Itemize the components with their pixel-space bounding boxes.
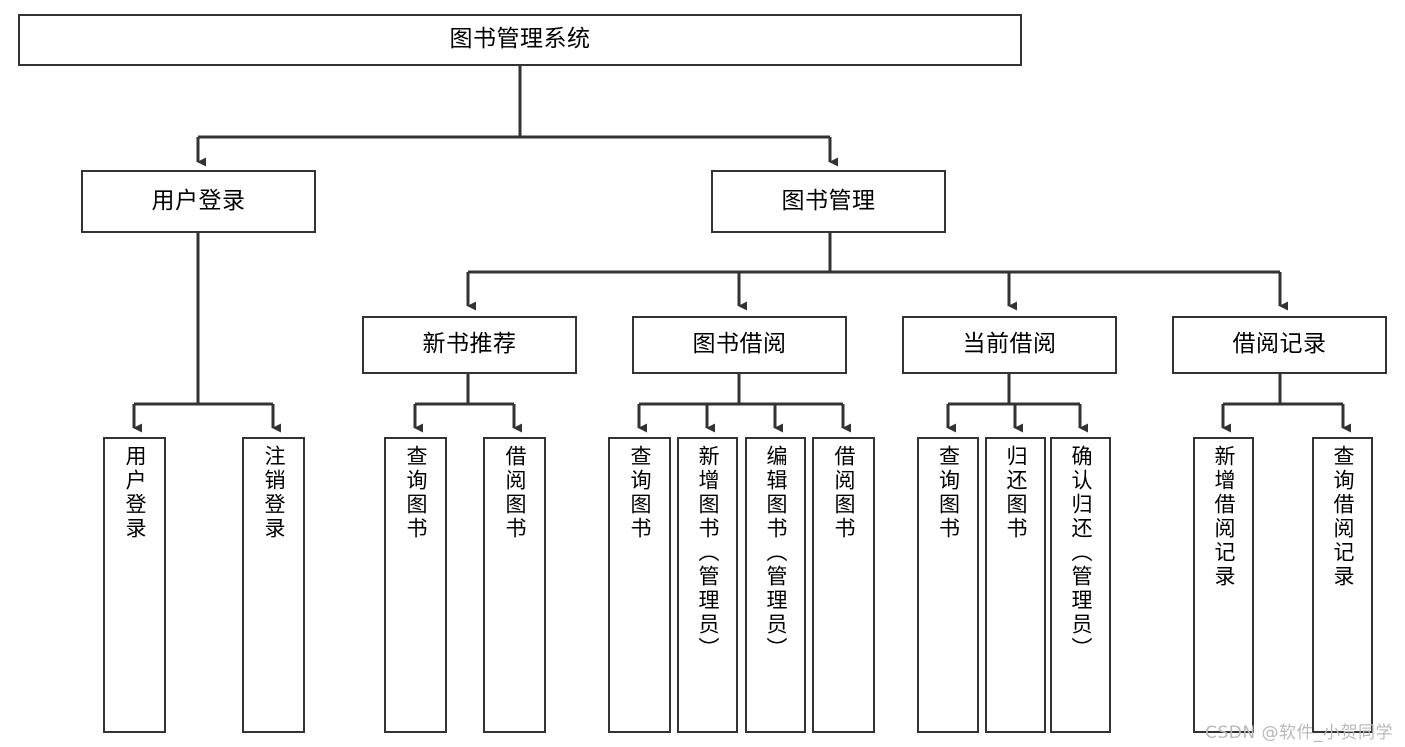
node-leaf-query-book-1[interactable]: 查询图书: [384, 437, 447, 733]
node-current-borrow-label: 当前借阅: [962, 331, 1057, 358]
node-book-borrow[interactable]: 图书借阅: [632, 316, 847, 374]
node-leaf-query-record[interactable]: 查询借阅记录: [1312, 437, 1373, 733]
node-leaf-borrow-book-1[interactable]: 借阅图书: [483, 437, 546, 733]
node-leaf-logout-login-label: 注销登录: [262, 445, 286, 541]
node-leaf-user-login[interactable]: 用户登录: [103, 437, 166, 733]
node-leaf-confirm-return-label: 确认归还（管理员）: [1069, 445, 1093, 661]
node-leaf-query-record-label: 查询借阅记录: [1331, 445, 1355, 589]
node-leaf-add-book-label: 新增图书（管理员）: [696, 445, 720, 661]
node-book-management[interactable]: 图书管理: [711, 170, 946, 233]
node-new-book-recommend-label: 新书推荐: [422, 331, 517, 358]
node-leaf-query-book-2[interactable]: 查询图书: [608, 437, 671, 733]
node-user-login-label: 用户登录: [151, 187, 246, 214]
node-leaf-query-book-3[interactable]: 查询图书: [917, 437, 979, 733]
node-leaf-return-book-label: 归还图书: [1004, 445, 1028, 541]
node-borrow-record-label: 借阅记录: [1232, 331, 1327, 358]
node-leaf-borrow-book-2-label: 借阅图书: [832, 445, 856, 541]
csdn-watermark: CSDN @软件_小贺同学: [1205, 723, 1393, 743]
node-leaf-query-book-2-label: 查询图书: [628, 445, 652, 541]
node-user-login[interactable]: 用户登录: [81, 170, 316, 233]
node-leaf-add-book[interactable]: 新增图书（管理员）: [677, 437, 738, 733]
node-leaf-add-record-label: 新增借阅记录: [1212, 445, 1236, 589]
node-book-borrow-label: 图书借阅: [692, 331, 787, 358]
node-current-borrow[interactable]: 当前借阅: [902, 316, 1117, 374]
node-leaf-query-book-3-label: 查询图书: [936, 445, 961, 541]
node-new-book-recommend[interactable]: 新书推荐: [362, 316, 577, 374]
node-leaf-add-record[interactable]: 新增借阅记录: [1193, 437, 1254, 733]
node-leaf-confirm-return[interactable]: 确认归还（管理员）: [1050, 437, 1111, 733]
node-leaf-edit-book[interactable]: 编辑图书（管理员）: [745, 437, 806, 733]
node-book-management-label: 图书管理: [781, 187, 876, 214]
node-leaf-borrow-book-1-label: 借阅图书: [503, 445, 527, 541]
node-leaf-logout-login[interactable]: 注销登录: [242, 437, 305, 733]
node-leaf-user-login-label: 用户登录: [123, 445, 147, 541]
node-borrow-record[interactable]: 借阅记录: [1172, 316, 1387, 374]
node-leaf-return-book[interactable]: 归还图书: [985, 437, 1046, 733]
node-root-label: 图书管理系统: [449, 26, 591, 53]
node-leaf-query-book-1-label: 查询图书: [404, 445, 428, 541]
node-leaf-borrow-book-2[interactable]: 借阅图书: [812, 437, 875, 733]
node-leaf-edit-book-label: 编辑图书（管理员）: [764, 445, 788, 661]
node-root[interactable]: 图书管理系统: [18, 14, 1022, 66]
